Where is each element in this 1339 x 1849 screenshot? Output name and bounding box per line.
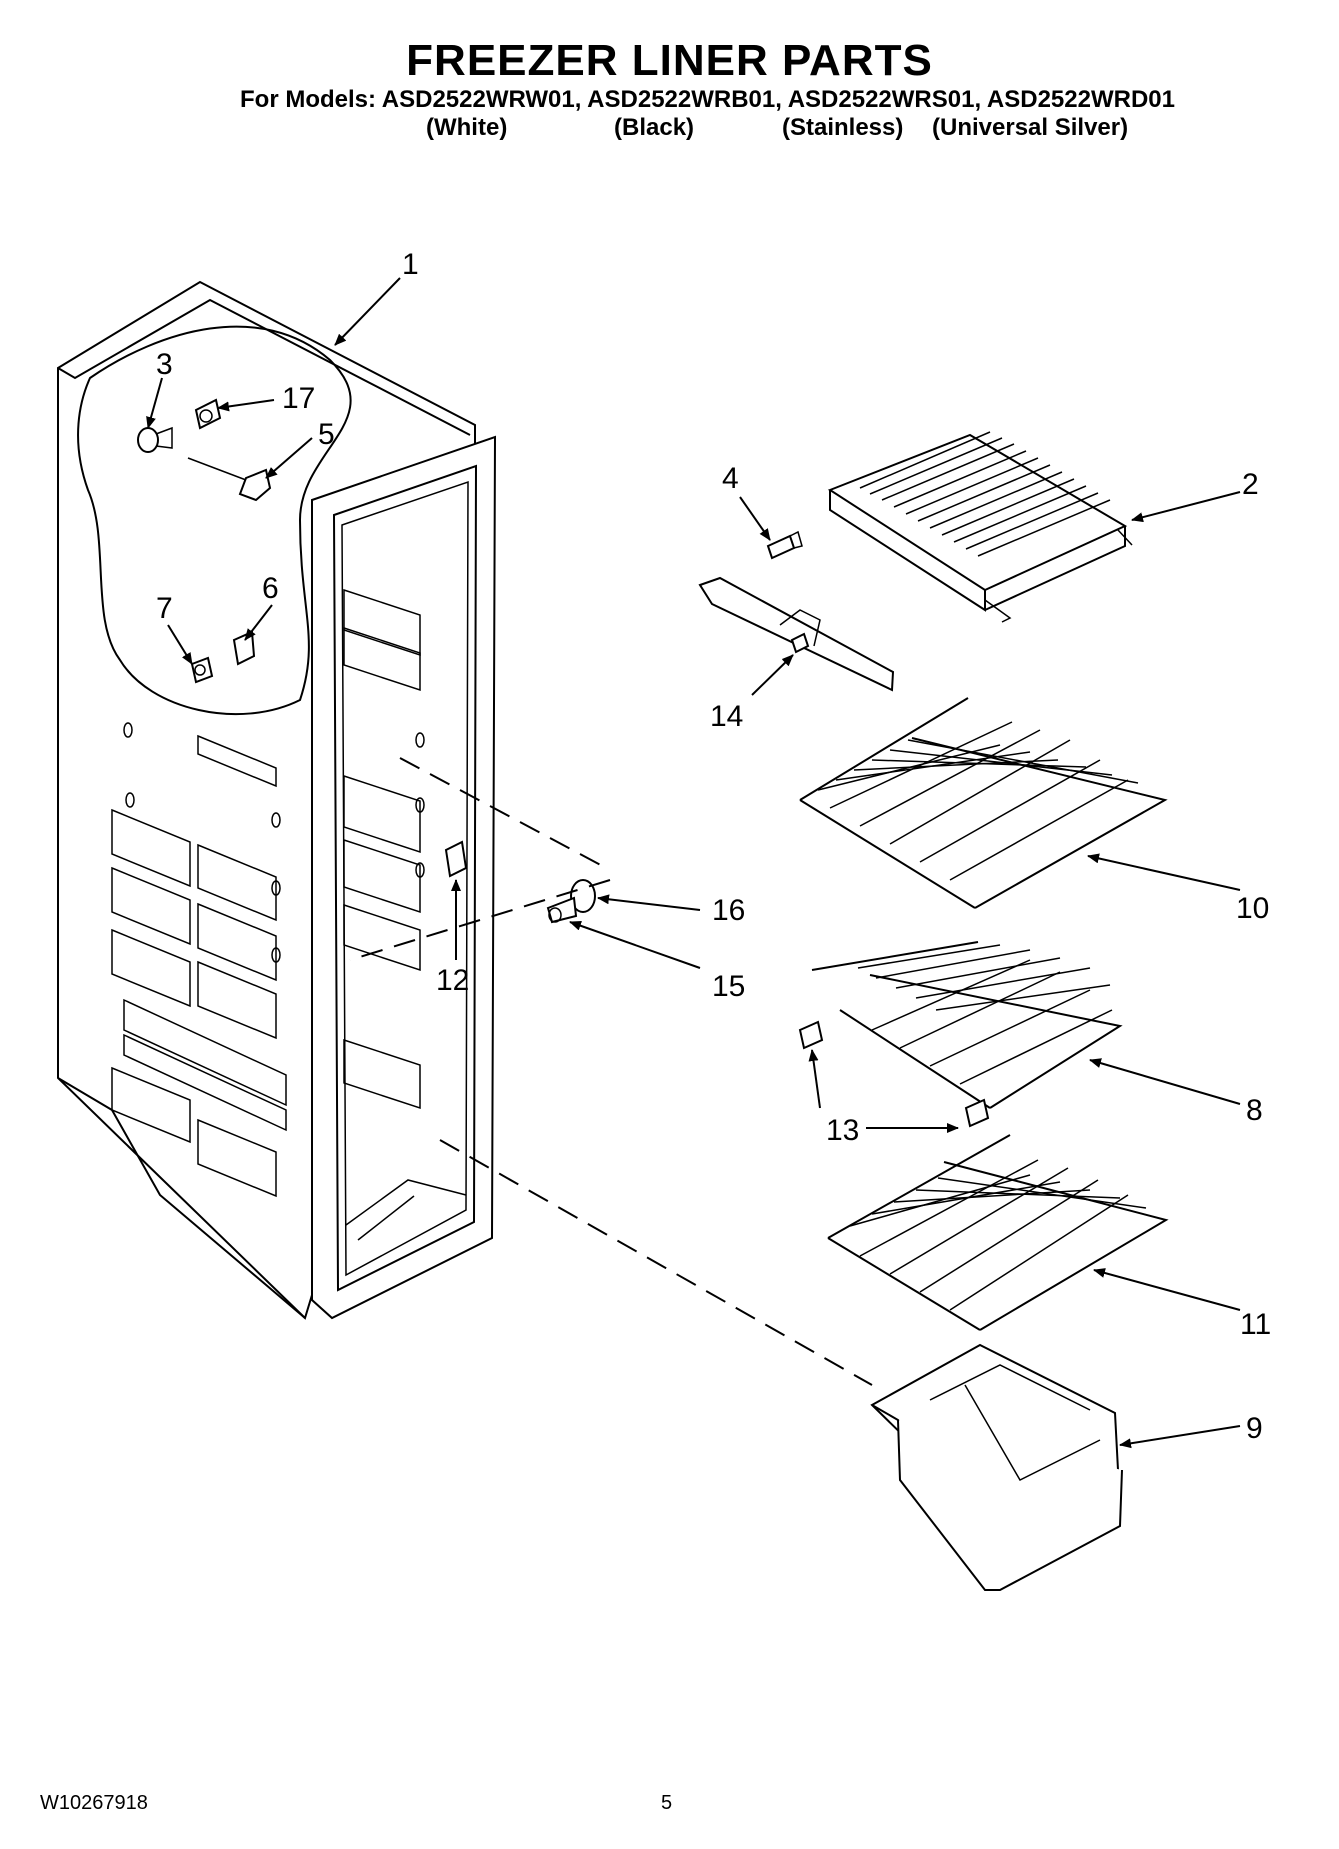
callout-7: 7 — [156, 592, 173, 625]
models-line: For Models: ASD2522WRW01, ASD2522WRB01, … — [240, 86, 1175, 113]
ice-shelf-part-2 — [827, 431, 1133, 623]
variant-black: (Black) — [614, 114, 695, 141]
callout-14: 14 — [710, 700, 743, 733]
callout-labels: 1 2 3 4 5 6 7 8 9 10 11 12 13 13 14 15 1… — [156, 248, 1271, 1445]
freezer-liner — [57, 280, 497, 1320]
callout-12: 12 — [436, 964, 469, 997]
document-number: W10267918 — [40, 1792, 148, 1814]
callout-15: 15 — [712, 970, 745, 1003]
wire-shelf-part-11 — [827, 1134, 1169, 1331]
callout-17: 17 — [282, 382, 315, 415]
assembly-lines — [349, 757, 873, 1386]
callout-11: 11 — [1240, 1308, 1271, 1341]
freezer-bin-part-9 — [870, 1343, 1123, 1591]
wire-shelf-part-8 — [798, 941, 1123, 1128]
clip-part-12 — [444, 840, 468, 878]
callout-6: 6 — [262, 572, 279, 605]
page-number: 5 — [661, 1792, 673, 1814]
callout-13a: 13 — [826, 1114, 859, 1147]
callout-3: 3 — [156, 348, 173, 381]
variant-stainless: (Stainless) — [782, 114, 904, 141]
callout-4: 4 — [722, 462, 739, 495]
callout-5: 5 — [318, 418, 335, 451]
wire-shelf-part-10 — [799, 697, 1168, 909]
callout-8: 8 — [1246, 1094, 1263, 1127]
callout-10: 10 — [1236, 892, 1269, 925]
callout-1: 1 — [402, 248, 419, 281]
inner-wall-vents — [343, 588, 421, 1110]
mounting-holes — [123, 722, 425, 963]
page-title: FREEZER LINER PARTS — [406, 36, 933, 85]
callout-9: 9 — [1246, 1412, 1263, 1445]
roller-part-15-16 — [546, 879, 596, 924]
variant-white: (White) — [426, 114, 508, 141]
callout-2: 2 — [1242, 468, 1259, 501]
variant-universal-silver: (Universal Silver) — [932, 114, 1129, 141]
callout-16: 16 — [712, 894, 745, 927]
screw-part-4 — [766, 530, 803, 560]
leader-lines — [146, 277, 1241, 1449]
shelf-rail-part-14 — [698, 576, 895, 692]
rear-wall-vents — [111, 734, 287, 1198]
